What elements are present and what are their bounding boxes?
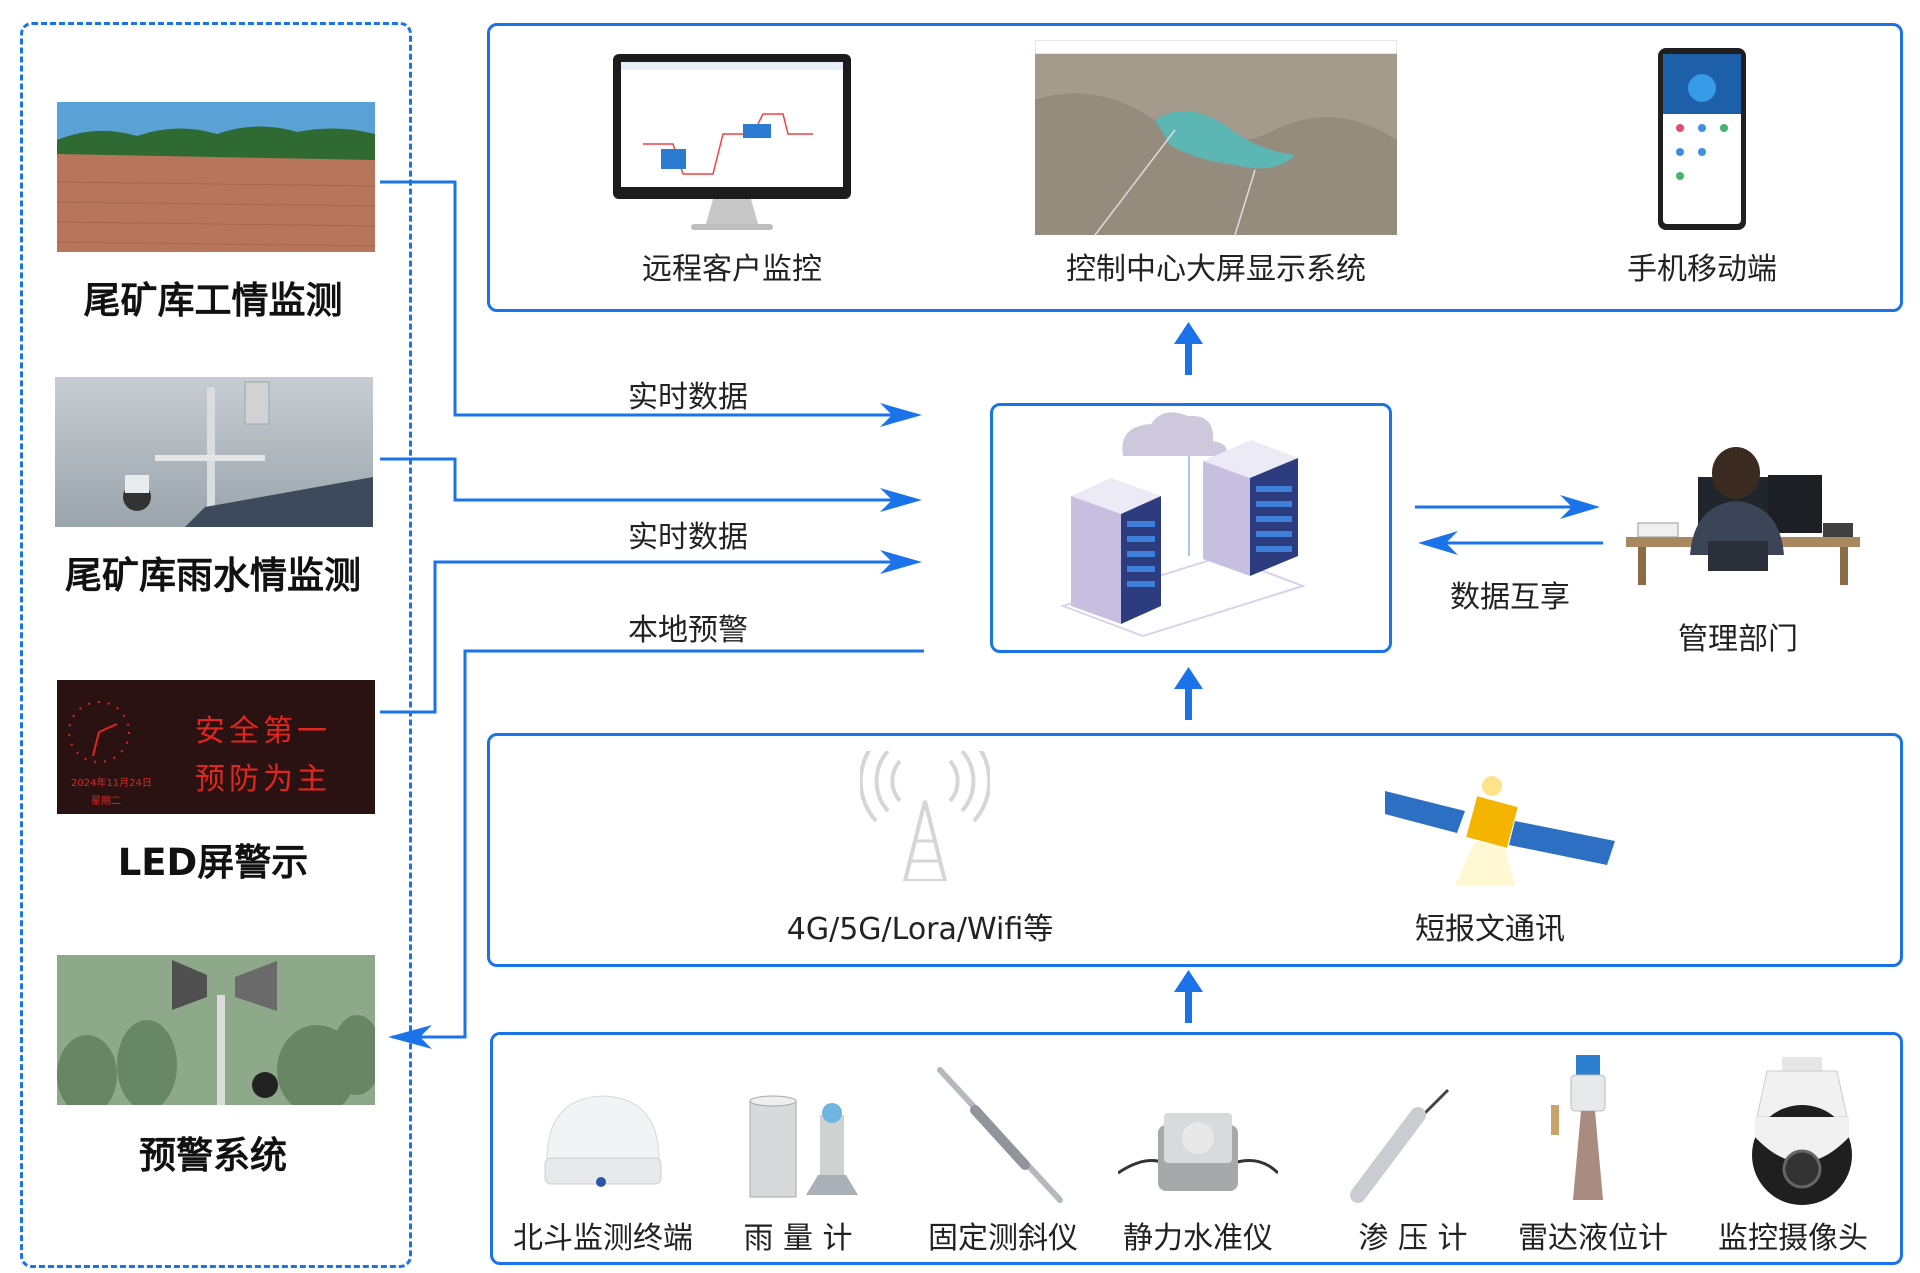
display-panel: 远程客户监控 控制中心大屏显示系统 手机移动端: [487, 23, 1903, 312]
comm-label-network: 4G/5G/Lora/Wifi等: [786, 912, 1054, 947]
flow-label-local-warning: 本地预警: [628, 613, 748, 648]
sensor-label-piezometer: 渗 压 计: [1358, 1221, 1468, 1256]
communication-panel: 4G/5G/Lora/Wifi等 短报文通讯: [487, 733, 1903, 967]
big-screen-icon: [1035, 40, 1397, 235]
cloud-server-panel: [990, 403, 1392, 653]
led-screen-photo: 安全第一 预防为主 2024年11月24日 星期二: [57, 680, 375, 814]
item-label-tailings-work: 尾矿库工情监测: [83, 279, 343, 322]
signal-tower-icon: [860, 751, 990, 881]
warning-system-photo: [57, 955, 375, 1105]
camera-icon: [1747, 1057, 1857, 1207]
static-level-icon: [1118, 1103, 1278, 1203]
flow-label-realtime-1: 实时数据: [628, 380, 748, 415]
sensor-panel: 北斗监测终端 雨 量 计 固定测斜仪 静力水准仪: [490, 1032, 1903, 1265]
piezometer-icon: [1348, 1085, 1468, 1205]
display-label-mobile: 手机移动端: [1627, 252, 1777, 287]
satellite-icon: [1385, 761, 1615, 886]
radar-level-icon: [1551, 1055, 1621, 1205]
inclinometer-icon: [935, 1065, 1065, 1205]
led-date: 2024年11月24日: [71, 778, 152, 789]
comm-label-satellite: 短报文通讯: [1415, 912, 1565, 947]
led-text-line2: 预防为主: [195, 762, 331, 797]
beidou-terminal-icon: [541, 1090, 665, 1200]
flow-label-data-share: 数据互享: [1450, 580, 1570, 615]
rain-monitor-photo: [55, 377, 373, 527]
sensor-label-radar-level: 雷达液位计: [1518, 1221, 1668, 1256]
item-label-led-warning: LED屏警示: [117, 841, 309, 884]
item-label-rain-monitor: 尾矿库雨水情监测: [65, 554, 361, 597]
desktop-monitor-icon: [613, 54, 851, 234]
display-label-bigscreen: 控制中心大屏显示系统: [1066, 252, 1366, 287]
rain-gauge-icon: [748, 1095, 888, 1205]
led-weekday: 星期二: [91, 796, 121, 807]
display-label-remote: 远程客户监控: [642, 252, 822, 287]
mobile-phone-icon: [1658, 48, 1746, 230]
sensor-label-rain-gauge: 雨 量 计: [743, 1221, 853, 1256]
field-devices-group: [20, 22, 412, 1268]
flow-label-realtime-2: 实时数据: [628, 520, 748, 555]
sensor-label-inclinometer: 固定测斜仪: [928, 1221, 1078, 1256]
item-label-warning-system: 预警系统: [139, 1134, 287, 1177]
sensor-label-camera: 监控摄像头: [1718, 1221, 1868, 1256]
management-icon: [1618, 445, 1868, 585]
tailings-dam-photo: [57, 102, 375, 252]
led-text-line1: 安全第一: [195, 714, 331, 749]
sensor-label-static-level: 静力水准仪: [1123, 1221, 1273, 1256]
management-label: 管理部门: [1678, 622, 1798, 657]
cloud-server-icon: [1059, 412, 1307, 638]
sensor-label-beidou: 北斗监测终端: [513, 1221, 693, 1256]
